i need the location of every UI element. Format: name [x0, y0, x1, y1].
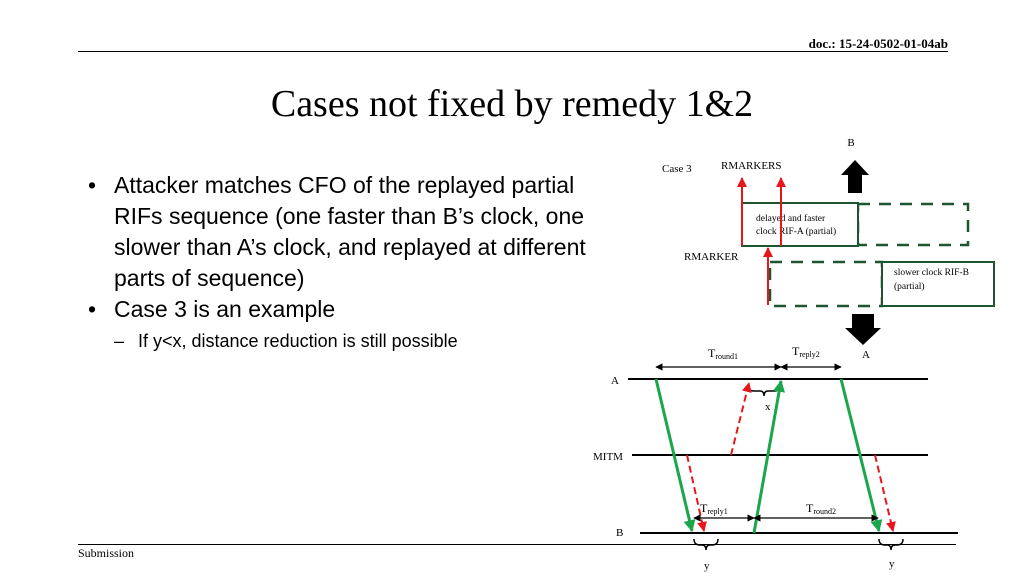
arrow-up-b-icon	[841, 160, 869, 193]
timeline-mitm-label: MITM	[593, 451, 623, 463]
timeline-a-label: A	[611, 375, 619, 387]
top-a-label: A	[862, 349, 870, 361]
signal-a-to-b	[839, 378, 883, 533]
bullet-text: Case 3 is an example	[114, 296, 336, 322]
signal-b-to-a	[752, 379, 786, 534]
arrow-down-a-icon	[845, 314, 881, 345]
footer-rule	[78, 544, 956, 545]
sub-bullet-text: If y<x, distance reduction is still poss…	[138, 331, 458, 351]
sub-bullet-marker: –	[114, 331, 125, 351]
dashed-box-rif-a	[856, 202, 970, 247]
delayed-box-line1: delayed and faster	[756, 213, 826, 224]
y-label: y	[889, 558, 895, 570]
y-label: y	[704, 560, 710, 572]
delayed-box-line2: clock RIF-A (partial)	[756, 226, 836, 237]
t-reply2-label: Treply2	[792, 344, 820, 359]
bullet-item: • Case 3 is an example	[88, 294, 598, 325]
sub-bullet-item: – If y<x, distance reduction is still po…	[88, 327, 598, 355]
replay-mitm-to-a	[730, 382, 752, 456]
top-b-label: B	[847, 137, 854, 149]
box-slower-rif-b	[881, 261, 995, 307]
bullet-list: • Attacker matches CFO of the replayed p…	[88, 170, 598, 355]
box-delayed-rif-a	[741, 202, 859, 247]
timeline-b-label: B	[616, 527, 623, 539]
doc-number: doc.: 15-24-0502-01-04ab	[808, 36, 948, 51]
bullet-marker: •	[88, 296, 97, 322]
signal-a-to-b	[654, 378, 696, 533]
replay-mitm-to-b	[686, 454, 707, 532]
x-brace	[747, 384, 781, 397]
t-round2-label: Tround2	[806, 501, 836, 516]
rmarkers-label: RMARKERS	[721, 160, 782, 172]
header-rule	[78, 51, 948, 52]
replay-mitm-to-b	[874, 454, 896, 532]
t-round1-label: Tround1	[708, 346, 738, 361]
bullet-marker: •	[88, 172, 97, 198]
dashed-box-rif-b	[768, 260, 884, 308]
slower-box-line2: (partial)	[894, 281, 925, 292]
footer-label: Submission	[78, 546, 135, 560]
t-reply1-label: Treply1	[700, 501, 728, 516]
bullet-item: • Attacker matches CFO of the replayed p…	[88, 170, 598, 294]
bullet-text: Attacker matches CFO of the replayed par…	[114, 172, 586, 291]
page-title: Cases not fixed by remedy 1&2	[270, 83, 754, 125]
x-label: x	[765, 401, 771, 413]
slower-box-line1: slower clock RIF-B	[894, 268, 969, 278]
case-label: Case 3	[662, 163, 692, 175]
rmarker-label: RMARKER	[684, 251, 739, 263]
